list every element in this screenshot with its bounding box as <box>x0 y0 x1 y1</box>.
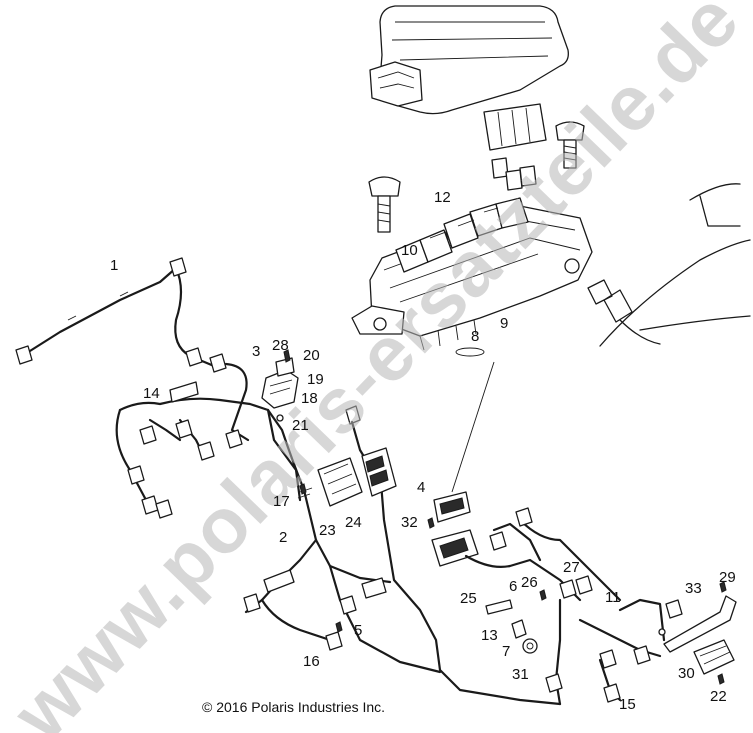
callout-21: 21 <box>292 417 309 434</box>
callout-13: 13 <box>481 627 498 644</box>
callout-9: 9 <box>500 315 509 332</box>
callout-1: 1 <box>110 257 119 274</box>
callout-19: 19 <box>307 371 324 388</box>
callout-28: 28 <box>272 337 289 354</box>
callout-30: 30 <box>678 665 695 682</box>
relay-bracket <box>261 349 299 422</box>
callout-29: 29 <box>719 569 736 586</box>
mount-bracket <box>658 581 737 685</box>
callout-23: 23 <box>319 522 336 539</box>
ecu-module <box>317 447 397 507</box>
callout-32: 32 <box>401 514 418 531</box>
bolts <box>368 121 585 233</box>
callout-27: 27 <box>563 559 580 576</box>
callout-14: 14 <box>143 385 160 402</box>
callout-17: 17 <box>273 493 290 510</box>
leader-line <box>451 361 495 493</box>
fasteners <box>299 483 343 633</box>
callout-12: 12 <box>434 189 451 206</box>
callout-15: 15 <box>619 696 636 713</box>
callout-33: 33 <box>685 580 702 597</box>
harness-right <box>464 507 683 706</box>
callout-16: 16 <box>303 653 320 670</box>
callout-3: 3 <box>252 343 261 360</box>
callout-18: 18 <box>301 390 318 407</box>
frame-outline <box>587 183 751 347</box>
callout-31: 31 <box>512 666 529 683</box>
relay-4 <box>427 491 471 529</box>
relay-block <box>483 103 547 151</box>
callout-25: 25 <box>460 590 477 607</box>
callout-4: 4 <box>417 479 426 496</box>
callout-24: 24 <box>345 514 362 531</box>
callout-5: 5 <box>354 622 363 639</box>
harness-1 <box>15 257 227 373</box>
mini-fuses <box>491 157 537 191</box>
callout-6: 6 <box>509 578 518 595</box>
callout-2: 2 <box>279 529 288 546</box>
fuse-box <box>351 197 593 357</box>
copyright-notice: © 2016 Polaris Industries Inc. <box>202 699 386 715</box>
fuse-holder-bracket <box>431 529 479 567</box>
callout-20: 20 <box>303 347 320 364</box>
callout-26: 26 <box>521 574 538 591</box>
callout-10: 10 <box>401 242 418 259</box>
callout-22: 22 <box>710 688 727 705</box>
harness-2 <box>243 405 562 706</box>
fuse-box-cover <box>369 5 569 115</box>
callout-11: 11 <box>605 589 621 606</box>
harness-14 <box>115 362 270 519</box>
callout-7: 7 <box>502 643 511 660</box>
callout-8: 8 <box>471 328 480 345</box>
